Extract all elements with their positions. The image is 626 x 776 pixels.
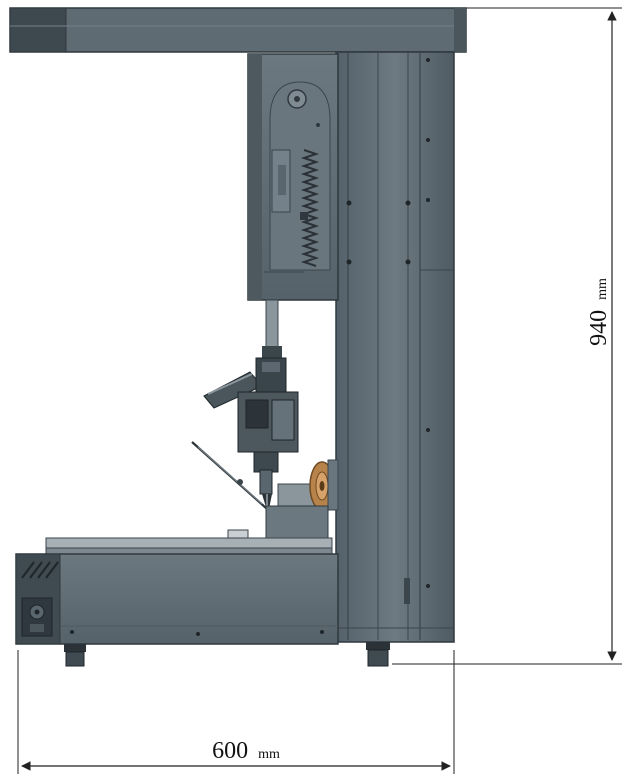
z-axis-carriage <box>247 53 339 301</box>
height-label: 940 mm <box>586 278 612 346</box>
soldering-head <box>191 357 299 514</box>
width-label: 600 mm <box>212 738 280 764</box>
width-dimension <box>17 650 455 774</box>
width-unit: mm <box>258 747 280 762</box>
height-value: 940 <box>586 310 612 346</box>
vertical-column <box>335 51 455 643</box>
workpiece-fixture <box>227 505 329 541</box>
vent-slots <box>21 561 59 579</box>
height-unit: mm <box>595 278 610 300</box>
width-value: 600 <box>212 738 248 764</box>
wire-spool-icon <box>277 459 339 511</box>
machine-feet <box>64 642 390 667</box>
top-beam <box>9 7 467 53</box>
head-rod <box>262 299 282 358</box>
machine-base <box>15 553 339 645</box>
height-dimension <box>392 7 622 665</box>
power-socket-icon <box>21 597 53 637</box>
